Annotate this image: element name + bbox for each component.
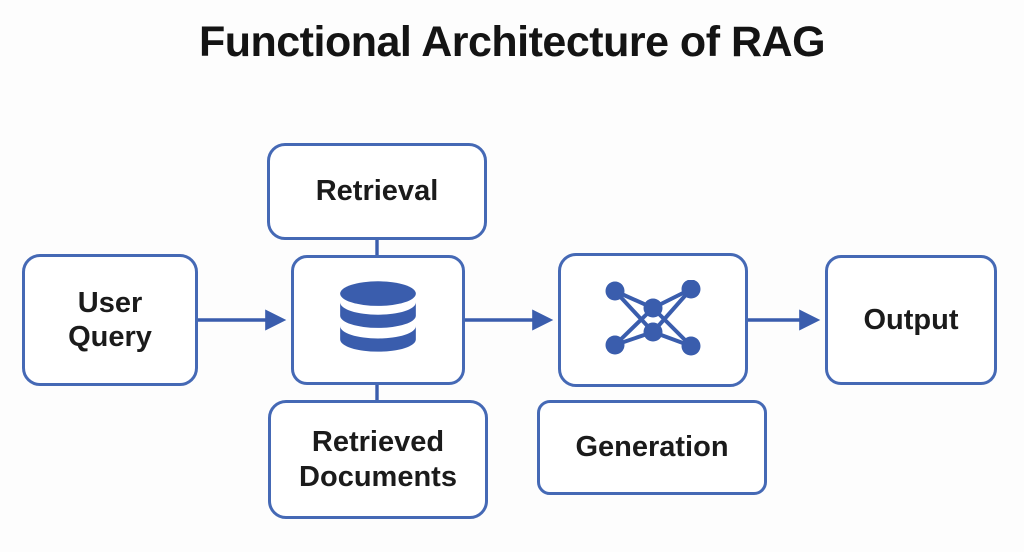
node-retrieval: Retrieval	[267, 143, 487, 240]
node-vector-database	[291, 255, 465, 385]
node-retrieval-label: Retrieval	[315, 175, 439, 208]
node-generation-label: Generation	[575, 431, 729, 464]
node-retrieved-documents: Retrieved Documents	[268, 400, 488, 519]
node-generation: Generation	[537, 400, 767, 495]
node-output: Output	[825, 255, 997, 385]
node-user-query: User Query	[22, 254, 198, 386]
node-retrieved-documents-label: Retrieved Documents	[299, 426, 457, 493]
diagram-title: Functional Architecture of RAG	[198, 18, 826, 66]
database-icon	[340, 281, 416, 352]
node-output-label: Output	[863, 303, 959, 336]
neural-network-icon	[605, 280, 701, 356]
node-language-model	[558, 253, 748, 387]
node-user-query-label: User Query	[68, 286, 152, 353]
